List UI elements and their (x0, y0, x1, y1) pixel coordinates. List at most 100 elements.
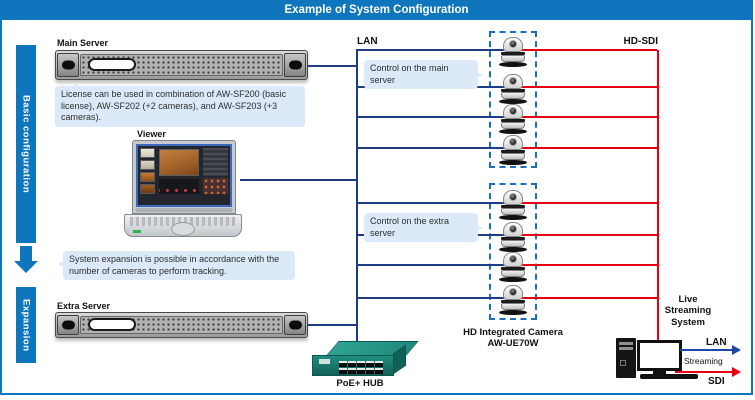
hub-front-face (312, 355, 394, 376)
lan-bus-line (356, 50, 358, 345)
rj45-port (375, 360, 383, 367)
rj45-port (366, 367, 374, 374)
camera-lens (509, 288, 517, 296)
camera-caption: HD Integrated Camera AW-UE70W (443, 327, 583, 350)
down-arrow-icon (20, 246, 32, 262)
laptop-trackpad (171, 222, 195, 236)
camera-head (503, 104, 523, 119)
camera-base (501, 270, 525, 277)
streaming-output-label: Streaming (684, 356, 723, 366)
monitor-stand (653, 371, 666, 375)
section-expansion-label: Expansion (20, 298, 32, 352)
main-server-label: Main Server (57, 38, 109, 48)
laptop-display-chrome (136, 144, 232, 207)
camera-caption-line1: HD Integrated Camera (463, 327, 563, 338)
viewer-side-panel (203, 148, 228, 176)
rj45-port (348, 367, 356, 374)
rj45-port (357, 360, 365, 367)
camera-foot (499, 99, 527, 104)
section-basic-configuration: Basic configuration (16, 45, 36, 243)
page-title: Example of System Configuration (0, 0, 753, 20)
down-arrow-head-icon (14, 261, 38, 273)
camera-base (501, 92, 525, 99)
license-note: License can be used in combination of AW… (55, 82, 305, 128)
rj45-port (348, 360, 356, 367)
viewer-label: Viewer (137, 129, 166, 139)
laptop-hinge (136, 208, 232, 212)
viewer-thumbnail (140, 148, 155, 158)
rack-ear-right (284, 53, 306, 77)
ptz-camera-icon (497, 104, 529, 134)
camera-foot (499, 129, 527, 134)
camera-sdi-cable (513, 202, 657, 204)
camera-collar (501, 150, 525, 153)
extra-server-lan-cable (308, 324, 356, 326)
laptop-keyboard-deck (124, 214, 242, 237)
camera-base (501, 303, 525, 310)
lan-output-label: LAN (706, 337, 727, 348)
ptz-camera-icon (497, 135, 529, 165)
camera-sdi-cable (513, 234, 657, 236)
hdsdi-bus-label: HD-SDI (623, 36, 658, 47)
poe-hub-device (310, 341, 419, 379)
license-note-text: License can be used in combination of AW… (61, 89, 287, 123)
camera-head (503, 222, 523, 237)
control-extra-bubble: Control on the extra server (364, 213, 478, 243)
camera-lens (509, 255, 517, 263)
streaming-system-label: Live Streaming System (664, 294, 712, 328)
camera-collar (501, 267, 525, 270)
viewer-control-strip (159, 179, 199, 194)
viewer-thumbnail (140, 160, 155, 170)
rj45-port (339, 360, 347, 367)
lan-bus-label: LAN (357, 36, 378, 47)
camera-lan-cable (356, 297, 513, 299)
camera-lan-cable (356, 264, 513, 266)
rack-drive-slot (88, 318, 136, 331)
camera-collar (501, 300, 525, 303)
camera-lens (509, 40, 517, 48)
lan-output-arrow (680, 345, 741, 355)
section-basic-label: Basic configuration (20, 94, 32, 194)
hub-brand-chip (319, 359, 330, 364)
camera-sdi-cable (513, 49, 657, 51)
main-server-device (55, 50, 308, 80)
poe-hub-label: PoE+ HUB (336, 378, 384, 389)
camera-lens (509, 77, 517, 85)
camera-lens (509, 193, 517, 201)
camera-group-1-box (489, 31, 537, 168)
camera-lens (509, 107, 517, 115)
camera-head (503, 252, 523, 267)
camera-collar (501, 89, 525, 92)
camera-foot (499, 310, 527, 315)
laptop-power-led (133, 230, 141, 233)
ptz-camera-icon (497, 252, 529, 282)
camera-head (503, 37, 523, 52)
rack-ear-left (57, 53, 79, 77)
viewer-software-window (138, 146, 230, 205)
rj45-port (366, 360, 374, 367)
camera-head (503, 135, 523, 150)
camera-lan-cable (356, 147, 513, 149)
ptz-camera-icon (497, 285, 529, 315)
camera-caption-line2: AW-UE70W (487, 337, 539, 349)
viewer-thumbnail (140, 184, 155, 194)
rj45-port (375, 367, 383, 374)
camera-collar (501, 52, 525, 55)
laptop-screen (132, 140, 236, 214)
camera-collar (501, 237, 525, 240)
rj45-port (357, 367, 365, 374)
camera-group-2-box (489, 183, 537, 320)
streaming-monitor (637, 340, 682, 371)
rj45-port (339, 367, 347, 374)
viewer-thumbnail (140, 172, 155, 182)
sdi-output-label: SDI (708, 376, 725, 387)
hdsdi-bus-line (657, 50, 659, 346)
camera-sdi-cable (513, 147, 657, 149)
control-main-bubble: Control on the main server (364, 60, 478, 90)
rack-ear-right (284, 315, 306, 335)
camera-collar (501, 119, 525, 122)
ptz-camera-icon (497, 74, 529, 104)
camera-head (503, 285, 523, 300)
rack-ear-left (57, 315, 79, 335)
ptz-camera-icon (497, 37, 529, 67)
